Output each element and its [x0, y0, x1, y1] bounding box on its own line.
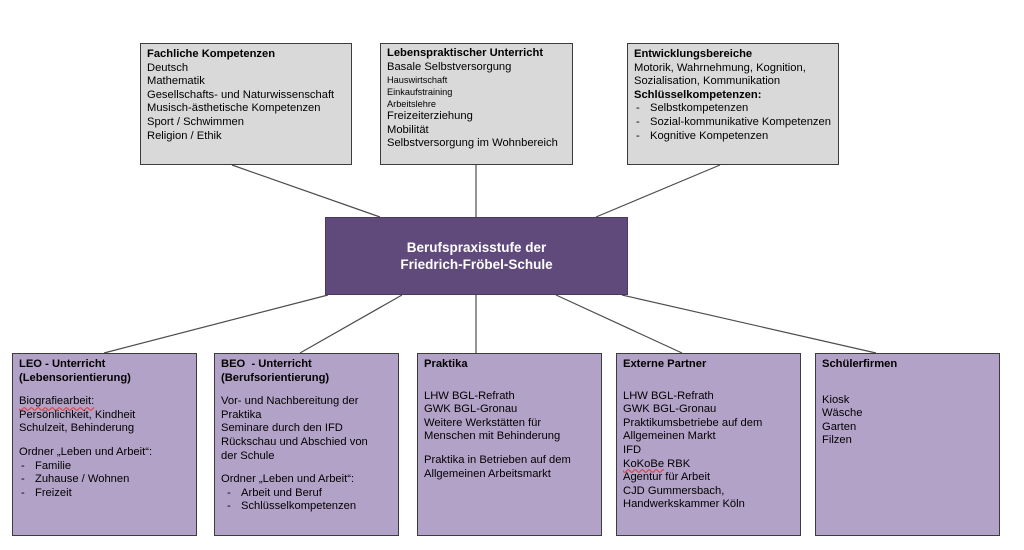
extern-item: Allgemeinen Markt: [623, 430, 716, 443]
lebensprak-item: Selbstversorgung im Wohnbereich: [387, 137, 558, 150]
leo-biografie-label: Biografiearbeit:: [19, 395, 95, 408]
box-praktika: Praktika LHW BGL-Refrath GWK BGL-Gronau …: [417, 353, 602, 536]
lebensprak-item: Freizeiterziehung: [387, 110, 473, 123]
leo-subtitle: (Lebensorientierung): [19, 371, 131, 384]
fachlich-item: Mathematik: [147, 75, 205, 88]
lebensprak-title: Lebenspraktischer Unterricht: [387, 47, 544, 59]
connector-beo: [299, 294, 403, 354]
extern-kokobe-name: KoKoBe: [623, 457, 665, 470]
extern-item: CJD Gummersbach,: [623, 484, 725, 497]
extern-item: Handwerkskammer Köln: [623, 498, 745, 511]
beo-ordner: Ordner „Leben und Arbeit“:: [221, 473, 355, 486]
praktika-item: Menschen mit Behinderung: [424, 430, 561, 443]
leo-bio-line: Schulzeit, Behinderung: [19, 422, 135, 435]
fachlich-item: Musisch-ästhetische Kompetenzen: [147, 102, 321, 115]
leo-item: Freizeit: [19, 487, 190, 501]
firmen-item: Wäsche: [822, 407, 863, 420]
firmen-item: Garten: [822, 420, 857, 433]
box-externe-partner: Externe Partner LHW BGL-Refrath GWK BGL-…: [616, 353, 801, 536]
lebensprak-small-item: Hauswirtschaft: [387, 75, 448, 86]
praktika-item: GWK BGL-Gronau: [424, 403, 518, 416]
lebensprak-item: Mobilität: [387, 123, 429, 136]
praktika-item: LHW BGL-Refrath: [424, 389, 515, 402]
extern-item: GWK BGL-Gronau: [623, 403, 717, 416]
extern-item: LHW BGL-Refrath: [623, 389, 714, 402]
lebensprak-small-item: Arbeitslehre: [387, 99, 437, 110]
extern-kokobe-suffix: RBK: [664, 457, 691, 470]
leo-ordner: Ordner „Leben und Arbeit“:: [19, 445, 153, 458]
beo-title: BEO - Unterricht: [221, 358, 312, 370]
lebensprak-item: Basale Selbstversorgung: [387, 60, 512, 73]
box-leo-unterricht: LEO - Unterricht (Lebensorientierung) Bi…: [12, 353, 197, 536]
box-lebenspraktischer-unterricht: Lebenspraktischer Unterricht Basale Selb…: [380, 43, 573, 165]
entwicklung-item: Sozial-kommunikative Kompetenzen: [634, 116, 832, 130]
beo-text-line: Seminare durch den IFD: [221, 422, 343, 435]
box-entwicklungsbereiche: Entwicklungsbereiche Motorik, Wahrnehmun…: [627, 43, 839, 165]
beo-text-line: Vor- und Nachbereitung der: [221, 395, 359, 408]
extern-item: IFD: [623, 443, 642, 456]
connector-extern: [555, 294, 683, 354]
fachlich-title: Fachliche Kompetenzen: [147, 48, 276, 60]
box-schuelerfirmen: Schülerfirmen Kiosk Wäsche Garten Filzen: [815, 353, 1000, 536]
center-title-line1: Berufspraxisstufe der: [406, 240, 547, 255]
entwicklung-subtitle: Schlüsselkompetenzen:: [634, 88, 762, 101]
leo-bio-line: Persönlichkeit, Kindheit: [19, 408, 136, 421]
connector-entwicklung: [595, 164, 721, 218]
beo-item: Arbeit und Beruf: [221, 487, 392, 501]
beo-text-line: Rückschau und Abschied von: [221, 435, 368, 448]
beo-text-line: der Schule: [221, 449, 275, 462]
entwicklung-item: Kognitive Kompetenzen: [634, 130, 832, 144]
entwicklung-title: Entwicklungsbereiche: [634, 48, 753, 60]
connector-firmen: [621, 294, 877, 354]
fachlich-item: Deutsch: [147, 61, 189, 74]
leo-item: Zuhause / Wohnen: [19, 473, 190, 487]
praktika-extra: Praktika in Betrieben auf dem: [424, 453, 571, 466]
connector-fachlich: [231, 164, 381, 218]
beo-item: Schlüsselkompetenzen: [221, 500, 392, 514]
fachlich-item: Sport / Schwimmen: [147, 115, 244, 128]
leo-title: LEO - Unterricht: [19, 358, 106, 370]
fachlich-item: Gesellschafts- und Naturwissenschaft: [147, 88, 335, 101]
entwicklung-line: Sozialisation, Kommunikation: [634, 75, 781, 88]
firmen-title: Schülerfirmen: [822, 358, 898, 370]
praktika-extra: Allgemeinen Arbeitsmarkt: [424, 467, 551, 480]
firmen-item: Filzen: [822, 434, 852, 447]
beo-text-line: Praktika: [221, 408, 262, 421]
center-title-line2: Friedrich-Fröbel-Schule: [400, 257, 553, 272]
entwicklung-item: Selbstkompetenzen: [634, 102, 832, 116]
leo-item: Familie: [19, 460, 190, 474]
center-box-berufspraxisstufe: Berufspraxisstufe der Friedrich-Fröbel-S…: [325, 217, 628, 295]
extern-title: Externe Partner: [623, 358, 707, 370]
box-fachliche-kompetenzen: Fachliche Kompetenzen Deutsch Mathematik…: [140, 43, 352, 165]
extern-item: Praktikumsbetriebe auf dem: [623, 416, 763, 429]
entwicklung-line: Motorik, Wahrnehmung, Kognition,: [634, 61, 806, 74]
beo-subtitle: (Berufsorientierung): [221, 371, 330, 384]
box-beo-unterricht: BEO - Unterricht (Berufsorientierung) Vo…: [214, 353, 399, 536]
firmen-item: Kiosk: [822, 393, 850, 406]
praktika-title: Praktika: [424, 358, 468, 370]
praktika-item: Weitere Werkstätten für: [424, 416, 542, 429]
connector-leo: [103, 294, 329, 354]
extern-kokobe: KoKoBe RBK: [623, 458, 794, 472]
fachlich-item: Religion / Ethik: [147, 129, 222, 142]
lebensprak-small-item: Einkaufstraining: [387, 87, 453, 98]
extern-item: Agentur für Arbeit: [623, 471, 711, 484]
